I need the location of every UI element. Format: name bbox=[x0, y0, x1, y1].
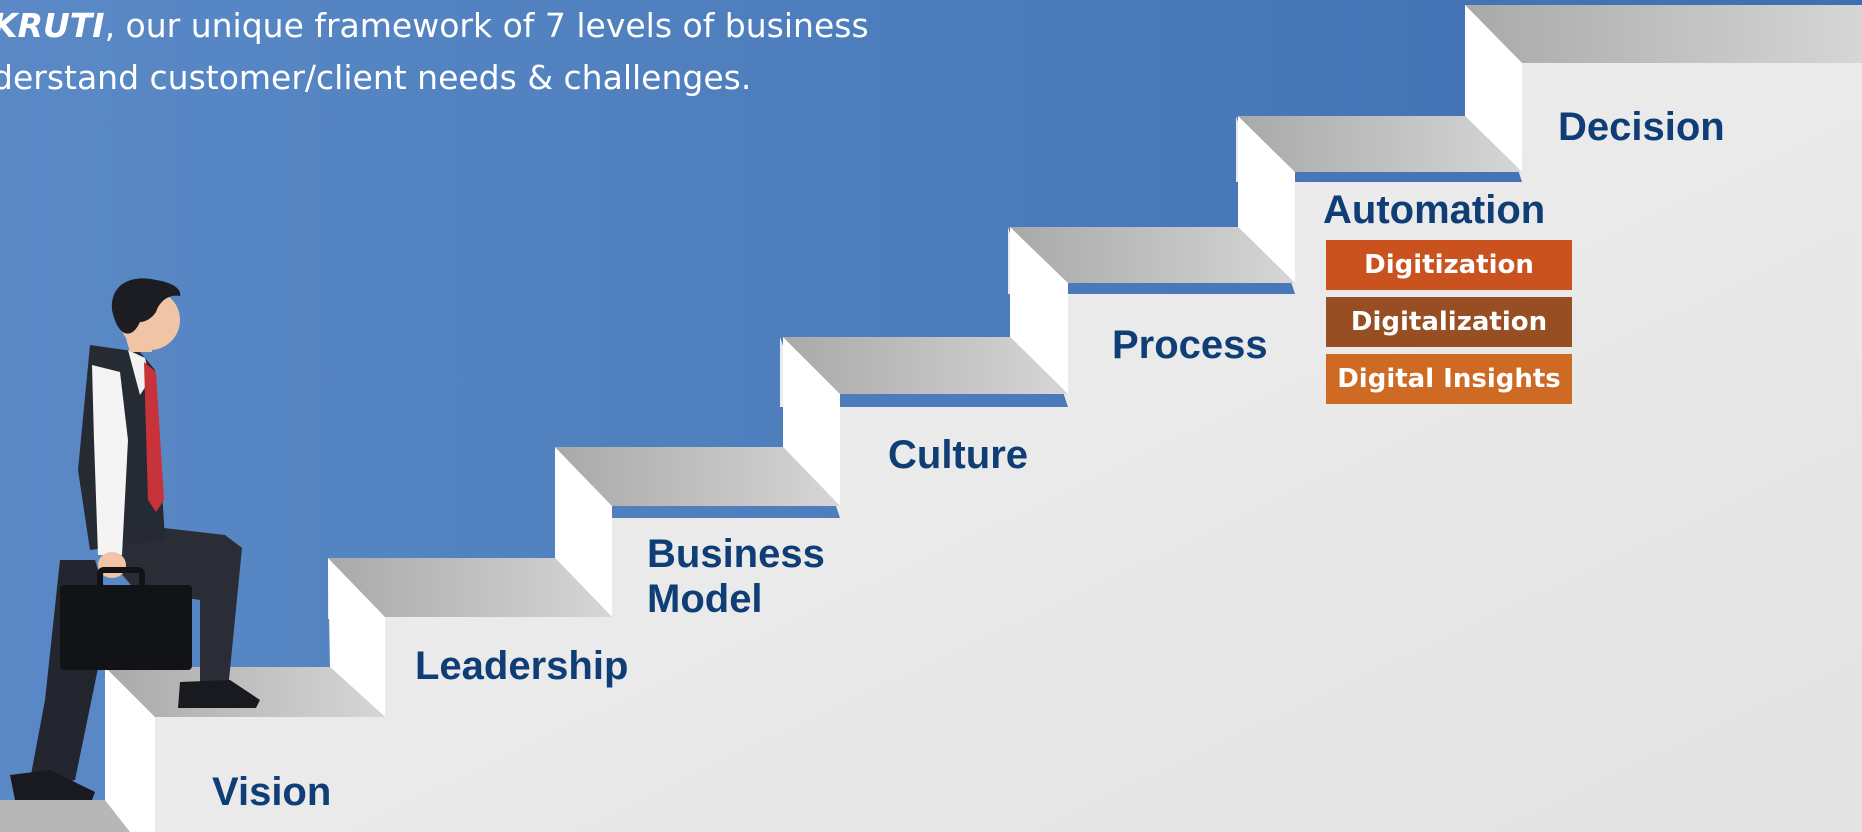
staircase-face bbox=[105, 5, 1862, 832]
step-label-vision: Vision bbox=[212, 770, 332, 814]
step-label-process: Process bbox=[1112, 323, 1268, 367]
tag-digitization: Digitization bbox=[1326, 240, 1572, 290]
step-label-automation: Automation bbox=[1323, 188, 1546, 232]
stair-riser-2 bbox=[328, 558, 385, 717]
framework-name: KRUTI bbox=[0, 6, 105, 45]
tag-digitalization: Digitalization bbox=[1326, 297, 1572, 347]
stair-tread-5 bbox=[1010, 227, 1295, 283]
stair-riser-4 bbox=[783, 337, 840, 506]
stair-tread-6 bbox=[1238, 116, 1522, 172]
stair-tread-4 bbox=[783, 337, 1068, 394]
step-label-culture: Culture bbox=[888, 433, 1028, 477]
stair-tread-2 bbox=[328, 558, 612, 617]
stair-riser-7 bbox=[1465, 5, 1522, 172]
stair-tread-3 bbox=[555, 447, 840, 506]
stair-riser-5 bbox=[1010, 227, 1068, 394]
intro-line-1-rest: , our unique framework of 7 levels of bu… bbox=[104, 6, 869, 45]
stair-riser-6 bbox=[1238, 116, 1295, 283]
stair-riser-1 bbox=[105, 667, 155, 832]
tag-digital-insights: Digital Insights bbox=[1326, 354, 1572, 404]
floor-strip bbox=[0, 800, 130, 832]
intro-line-2: derstand customer/client needs & challen… bbox=[0, 58, 752, 97]
stair-tread-7 bbox=[1465, 5, 1862, 63]
intro-line-1: KRUTI, our unique framework of 7 levels … bbox=[0, 0, 892, 52]
step-label-business-model-line-1: Business bbox=[647, 532, 825, 576]
stair-riser-3 bbox=[555, 447, 612, 617]
step-label-business-model-line-2: Model bbox=[647, 577, 763, 621]
businessman-figure bbox=[10, 278, 260, 800]
step-label-leadership: Leadership bbox=[415, 644, 629, 688]
step-label-decision: Decision bbox=[1558, 105, 1725, 149]
intro-text: KRUTI, our unique framework of 7 levels … bbox=[0, 0, 892, 104]
